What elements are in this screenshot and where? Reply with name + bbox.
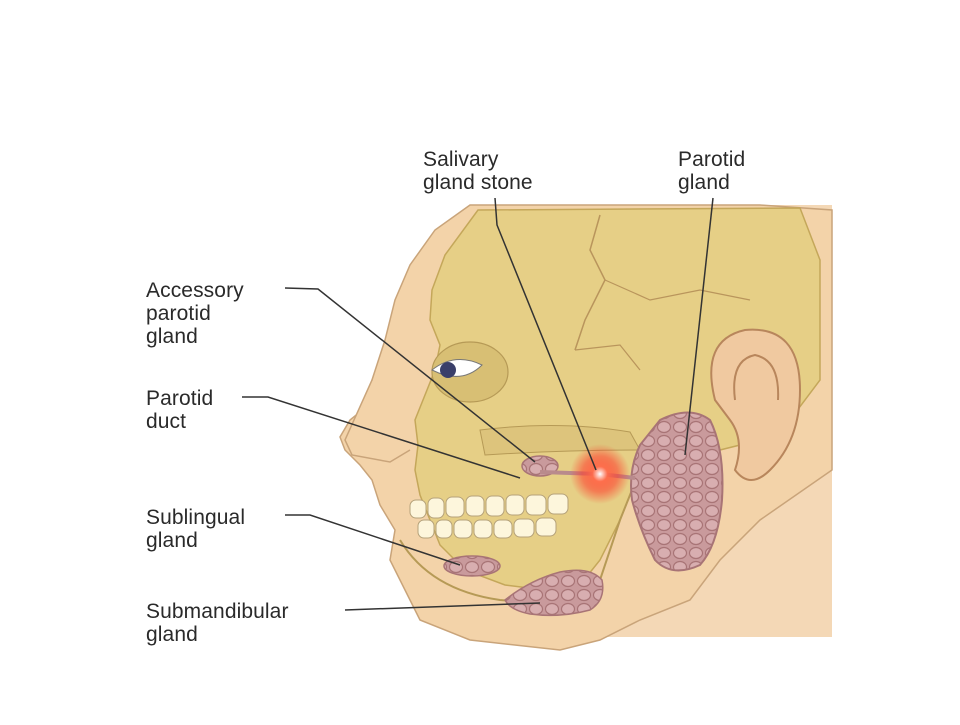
label-submandibular-gland: Submandibular gland — [146, 600, 289, 646]
label-parotid-duct: Parotid duct — [146, 387, 214, 433]
skull-suture-3 — [574, 344, 641, 371]
iris — [440, 362, 456, 378]
leader-sublingual-gland — [285, 514, 461, 566]
leader-submandibular-gland — [344, 602, 541, 611]
leader-accessory-parotid — [284, 287, 536, 463]
salivary-stone-glow — [570, 444, 630, 504]
sublingual-gland-shape — [443, 555, 501, 577]
leader-lines — [242, 197, 714, 611]
parotid-gland-shape — [630, 411, 724, 572]
label-salivary-gland-stone: Salivary gland stone — [423, 148, 533, 194]
skull-suture-2 — [604, 279, 751, 301]
label-parotid-gland: Parotid gland — [678, 148, 746, 194]
label-accessory-parotid-gland: Accessory parotid gland — [146, 279, 244, 348]
label-sublingual-gland: Sublingual gland — [146, 506, 246, 552]
leader-parotid-duct — [242, 396, 521, 479]
ear — [710, 328, 802, 481]
ear-inner — [733, 353, 780, 401]
leader-parotid-gland — [684, 197, 714, 456]
leader-salivary-stone — [494, 197, 597, 471]
nose — [344, 379, 411, 463]
teeth — [409, 493, 569, 539]
